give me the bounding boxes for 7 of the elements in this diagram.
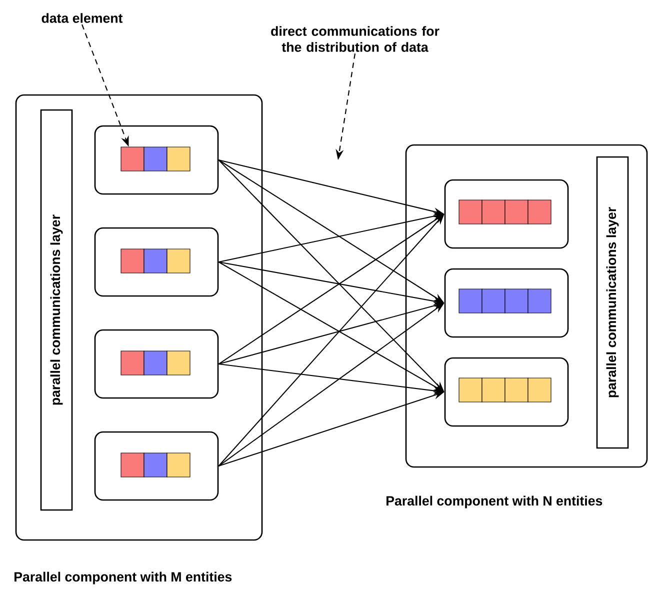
- annotation-text: data element: [42, 13, 123, 23]
- data-array: [120, 146, 190, 172]
- component-heading: Parallel component with N entities: [386, 496, 602, 508]
- component-heading: Parallel component with M entities: [14, 572, 232, 584]
- layer-bar: parallel communications layer: [596, 156, 629, 449]
- layer-bar: parallel communications layer: [40, 109, 73, 511]
- annotation-text: direct communications for the distribution of data: [271, 26, 440, 52]
